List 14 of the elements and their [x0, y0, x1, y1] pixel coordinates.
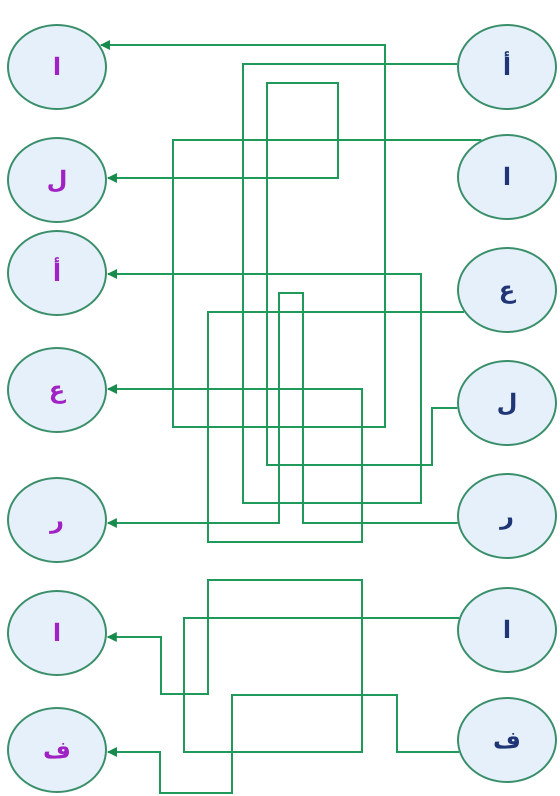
letter: ل — [496, 391, 518, 415]
letter: ا — [502, 618, 512, 642]
letter: ا — [52, 621, 62, 645]
letter: ر — [500, 504, 514, 528]
maze-arrow — [106, 579, 459, 753]
letter: ف — [43, 738, 71, 762]
letter: ا — [502, 165, 512, 189]
letter: ع — [48, 378, 66, 402]
letter: ا — [52, 55, 62, 79]
letter: ف — [493, 728, 521, 752]
letter: ع — [498, 278, 516, 302]
letter: ل — [46, 168, 68, 192]
maze-arrow — [106, 694, 459, 794]
letter: ر — [50, 508, 64, 532]
